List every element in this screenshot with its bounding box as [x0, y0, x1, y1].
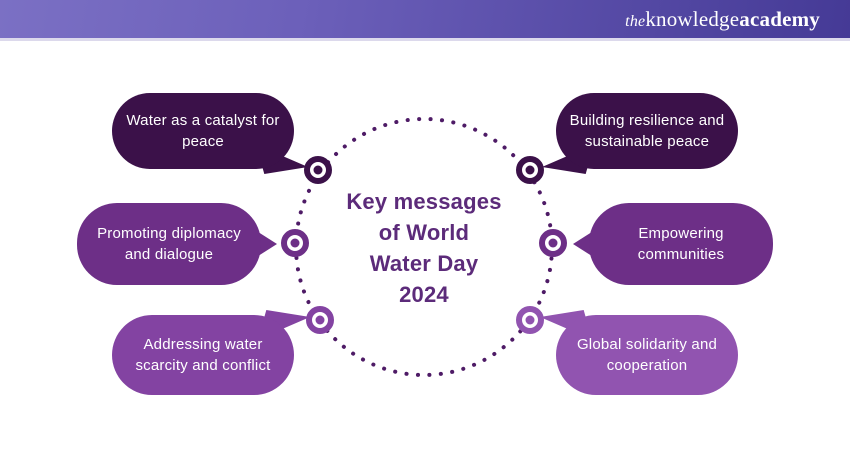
bubble-water-catalyst: Water as a catalyst for peace	[112, 93, 308, 174]
bubble-label: Global solidarity and cooperation	[576, 336, 718, 374]
bubble-label: Building resilience and sustainable peac…	[569, 112, 725, 150]
bubble-body: Addressing water scarcity and conflict	[112, 315, 294, 395]
logo-the: the	[625, 13, 646, 30]
bullseye-icon	[516, 306, 544, 334]
bubble-promoting-diplomacy: Promoting diplomacy and dialogue	[77, 203, 277, 285]
bullseye-icon	[516, 156, 544, 184]
bubble-empowering-communities: Empowering communities	[573, 203, 773, 285]
knowledge-academy-logo: theknowledgeacademy	[625, 6, 820, 35]
bubble-body: Water as a catalyst for peace	[112, 93, 294, 169]
bubble-label: Empowering communities	[637, 225, 725, 263]
bullseye-icon	[539, 229, 567, 257]
bullseye-dot	[313, 165, 323, 175]
bullseye-dot	[548, 238, 558, 248]
bubble-building-resilience: Building resilience and sustainable peac…	[542, 93, 738, 174]
bubble-label: Addressing water scarcity and conflict	[135, 336, 271, 374]
bubble-label: Promoting diplomacy and dialogue	[97, 225, 241, 263]
bullseye-icon	[304, 156, 332, 184]
bubble-body: Empowering communities	[589, 203, 773, 285]
bullseye-icon	[306, 306, 334, 334]
bullseye-dot	[525, 315, 535, 325]
title-line-4: 2024	[399, 282, 449, 307]
bubble-addressing-scarcity: Addressing water scarcity and conflict	[112, 310, 310, 395]
header-bar: theknowledgeacademy	[0, 0, 850, 41]
bullseye-icon	[281, 229, 309, 257]
bullseye-dot	[525, 165, 535, 175]
bubble-global-solidarity: Global solidarity and cooperation	[540, 310, 738, 395]
bubble-body: Promoting diplomacy and dialogue	[77, 203, 261, 285]
bullseye-dot	[290, 238, 300, 248]
bullseye-dot	[315, 315, 325, 325]
diagram-title: Key messages of World Water Day 2024	[309, 186, 539, 310]
logo-knowledge: knowledge	[645, 7, 740, 31]
title-line-2: of World	[378, 220, 470, 245]
bubble-body: Building resilience and sustainable peac…	[556, 93, 738, 169]
bubble-body: Global solidarity and cooperation	[556, 315, 738, 395]
bubble-label: Water as a catalyst for peace	[126, 112, 280, 150]
title-line-1: Key messages	[346, 189, 502, 214]
logo-academy: academy	[739, 7, 820, 31]
title-line-3: Water Day	[369, 251, 479, 276]
